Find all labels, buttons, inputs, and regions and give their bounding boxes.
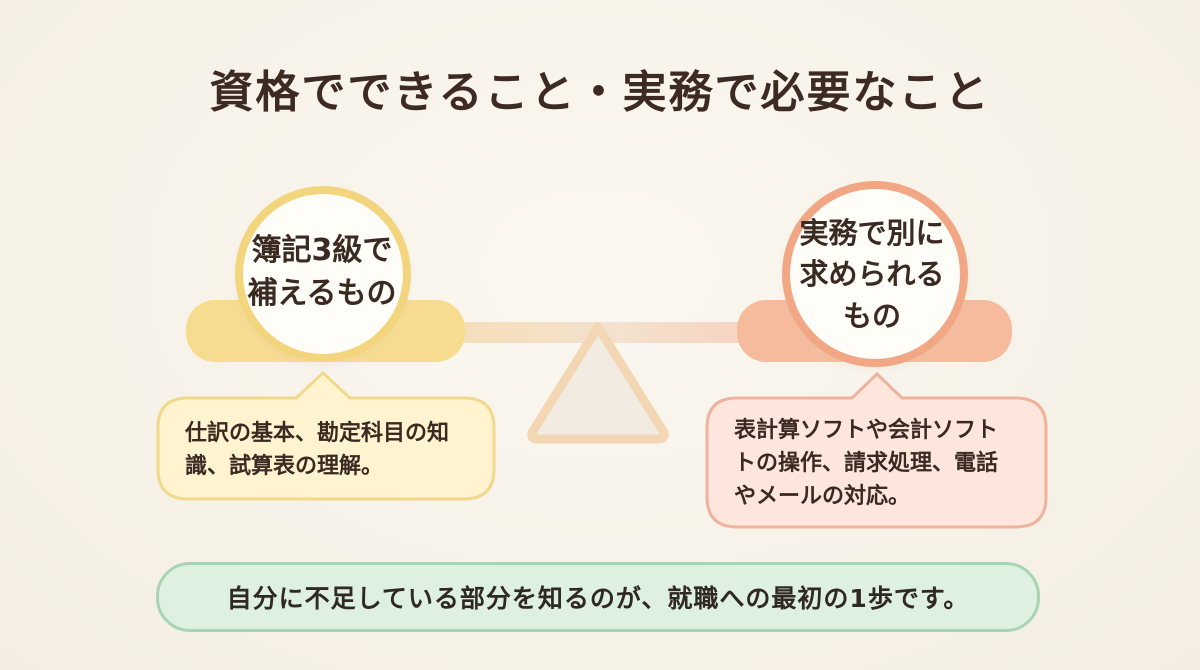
right-circle-label: 実務で別に 求められる もの xyxy=(799,216,945,333)
left-callout-text: 仕訳の基本、勘定科目の知 識、試算表の理解。 xyxy=(185,421,450,479)
right-callout xyxy=(705,371,1048,529)
scale-fulcrum xyxy=(527,322,669,444)
right-callout-text: 表計算ソフトや会計ソフト トの操作、請求処理、電話 やメールの対応。 xyxy=(734,418,999,509)
left-circle xyxy=(235,186,411,362)
diagram-title: 資格でできること・実務で必要なこと xyxy=(209,67,991,118)
left-callout xyxy=(156,370,496,501)
right-circle xyxy=(782,181,968,367)
footer-message: 自分に不足している部分を知るのが、就職への最初の1歩です。 xyxy=(226,584,970,613)
footer-banner: 自分に不足している部分を知るのが、就職への最初の1歩です。 xyxy=(156,562,1040,632)
left-circle-label: 簿記3級で 補えるもの xyxy=(247,233,397,311)
